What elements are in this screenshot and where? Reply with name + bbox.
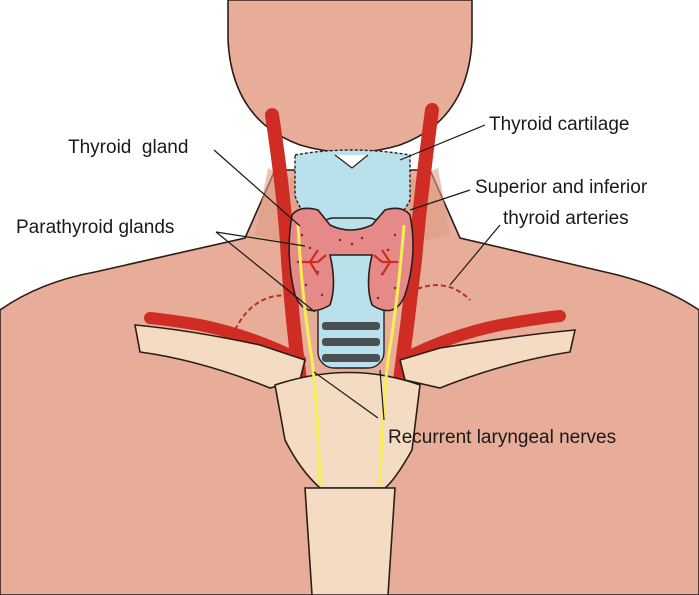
- label-thyroid-gland: Thyroid gland: [68, 137, 188, 158]
- label-superior-inferior-line2: thyroid arteries: [503, 208, 629, 229]
- label-superior-inferior-line1: Superior and inferior: [475, 177, 648, 198]
- label-thyroid-cartilage: Thyroid cartilage: [489, 114, 629, 135]
- label-parathyroid-glands: Parathyroid glands: [16, 217, 174, 238]
- trachea-ring: [322, 338, 380, 346]
- trachea-ring: [322, 322, 380, 330]
- trachea-ring: [322, 354, 380, 362]
- label-recurrent-laryngeal-nerves: Recurrent laryngeal nerves: [388, 427, 616, 448]
- sternum-body: [305, 488, 395, 595]
